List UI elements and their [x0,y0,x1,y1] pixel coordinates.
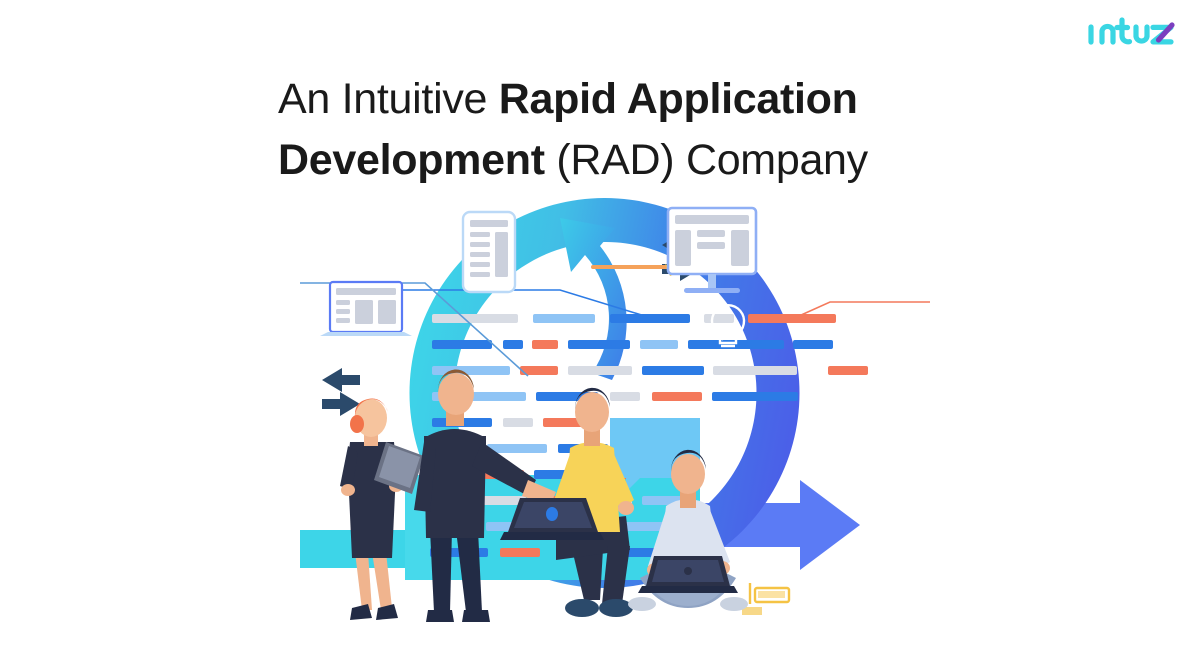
return-arrow [560,218,627,380]
hero-illustration [0,180,1200,650]
person-seated-laptop [500,387,634,617]
laptop-mockup [320,280,412,336]
person-man-suit [414,369,556,622]
logo-z-glyph [1150,22,1175,45]
exchange-arrows-left [322,368,360,416]
ring-tick [425,248,457,254]
headline-line1-light: An Intuitive [278,74,499,123]
headline-line2-light: (RAD) Company [544,135,868,184]
headline-line2-bold: Development [278,135,545,184]
monitor-mockup [666,206,758,293]
intuz-logo-mark [1088,17,1175,45]
person-woman-tablet [340,398,424,620]
sticky-note [742,583,791,615]
illustration-canvas [300,198,930,622]
person-crosslegged-laptop [628,449,748,611]
headline-line1-bold: Rapid Application [498,74,858,123]
page-title: An Intuitive Rapid Application Developme… [278,69,998,191]
lightbulb-icon [710,303,746,353]
intuz-logo[interactable] [1086,14,1182,50]
phone-mockup [461,210,517,294]
